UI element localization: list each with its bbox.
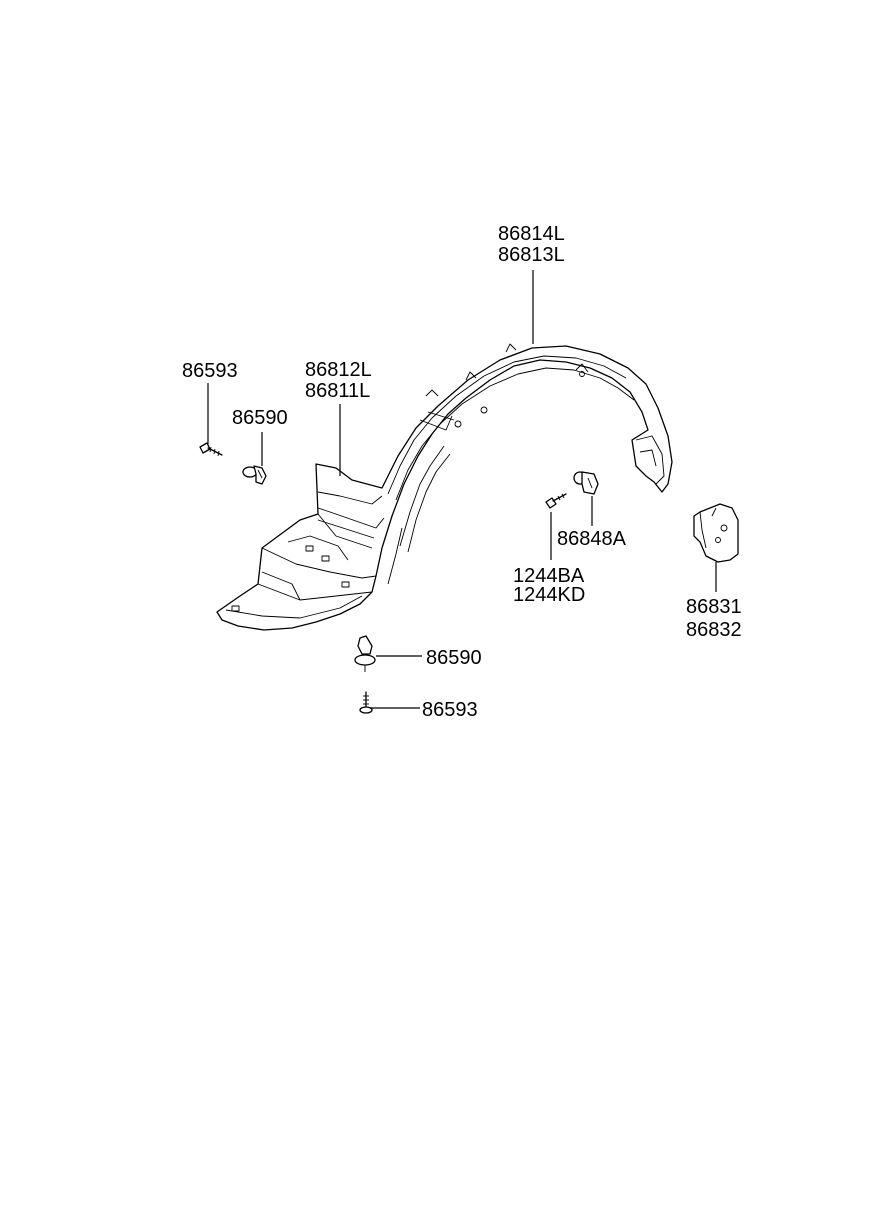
leader-lines [207, 270, 717, 709]
part-labels: 86814L 86813L 86812L 86811L 86593 86590 … [182, 223, 742, 721]
label-86832: 86832 [686, 619, 742, 641]
label-86813L: 86813L [498, 244, 565, 266]
label-86814L: 86814L [498, 223, 565, 245]
label-1244BA: 1244BA [513, 565, 585, 587]
screw-bottom [359, 691, 373, 714]
label-86593-bottom: 86593 [422, 699, 478, 721]
label-86812L: 86812L [305, 359, 372, 381]
label-86831: 86831 [686, 596, 742, 618]
label-86590-upper: 86590 [232, 407, 288, 429]
label-86811L: 86811L [305, 380, 370, 402]
screw-upper-left [199, 442, 223, 457]
bolt-right [545, 493, 567, 509]
clip-upper-left [242, 465, 267, 485]
label-86590-bottom: 86590 [426, 647, 482, 669]
mounting-bracket [693, 503, 739, 563]
label-86848A: 86848A [557, 528, 627, 550]
label-86593-upper: 86593 [182, 360, 238, 382]
clip-bottom [354, 635, 376, 672]
clip-right [573, 471, 599, 495]
fender-liner [216, 343, 673, 631]
label-1244KD: 1244KD [513, 584, 585, 606]
